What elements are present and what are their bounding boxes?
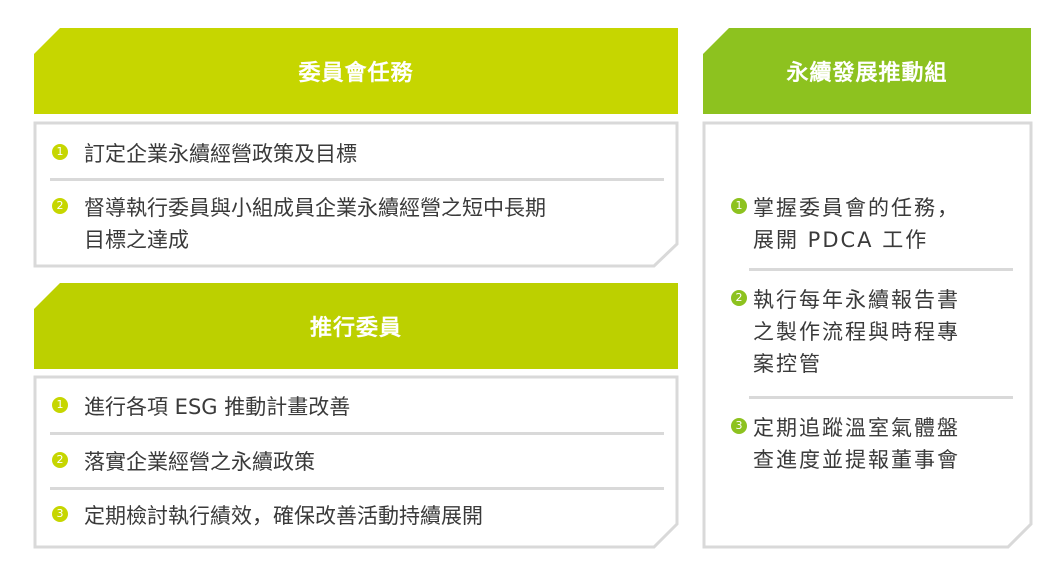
- number-badge: 3: [52, 506, 68, 522]
- promotion-item-3: 3 定期檢討執行績效，確保改善活動持續展開: [52, 500, 483, 532]
- team-item-2: 2 執行每年永續報告書 之製作流程與時程專 案控管: [731, 284, 960, 380]
- number-badge: 2: [52, 198, 68, 214]
- promotion-item-3-text: 定期檢討執行績效，確保改善活動持續展開: [84, 504, 483, 528]
- divider: [749, 268, 1013, 271]
- divider: [749, 396, 1013, 399]
- committee-title: 委員會任務: [298, 61, 414, 86]
- team-item-2-text: 執行每年永續報告書 之製作流程與時程專 案控管: [753, 288, 960, 376]
- committee-header: 委員會任務: [34, 28, 678, 114]
- promotion-item-1: 1 進行各項 ESG 推動計畫改善: [52, 391, 350, 423]
- committee-item-1-text: 訂定企業永續經營政策及目標: [84, 142, 357, 166]
- team-item-3-text: 定期追蹤溫室氣體盤 查進度並提報董事會: [753, 416, 960, 472]
- promotion-title: 推行委員: [309, 316, 402, 341]
- number-badge: 1: [52, 397, 68, 413]
- committee-item-2-text: 督導執行委員與小組成員企業永續經營之短中長期 目標之達成: [84, 196, 546, 252]
- committee-item-1: 1 訂定企業永續經營政策及目標: [52, 138, 357, 170]
- team-title: 永續發展推動組: [786, 61, 948, 86]
- divider: [50, 432, 664, 435]
- divider: [50, 178, 664, 181]
- promotion-header: 推行委員: [34, 283, 678, 369]
- committee-item-2: 2 督導執行委員與小組成員企業永續經營之短中長期 目標之達成: [52, 192, 546, 256]
- number-badge: 2: [52, 452, 68, 468]
- number-badge: 1: [52, 144, 68, 160]
- team-item-1-text: 掌握委員會的任務， 展開 PDCA 工作: [753, 196, 960, 252]
- number-badge: 3: [731, 418, 747, 434]
- promotion-item-2: 2 落實企業經營之永續政策: [52, 446, 315, 478]
- promotion-item-2-text: 落實企業經營之永續政策: [84, 450, 315, 474]
- team-item-1: 1 掌握委員會的任務， 展開 PDCA 工作: [731, 192, 960, 256]
- number-badge: 2: [731, 290, 747, 306]
- team-item-3: 3 定期追蹤溫室氣體盤 查進度並提報董事會: [731, 412, 960, 476]
- divider: [50, 487, 664, 490]
- team-header: 永續發展推動組: [703, 28, 1031, 114]
- promotion-item-1-text: 進行各項 ESG 推動計畫改善: [84, 395, 351, 419]
- number-badge: 1: [731, 198, 747, 214]
